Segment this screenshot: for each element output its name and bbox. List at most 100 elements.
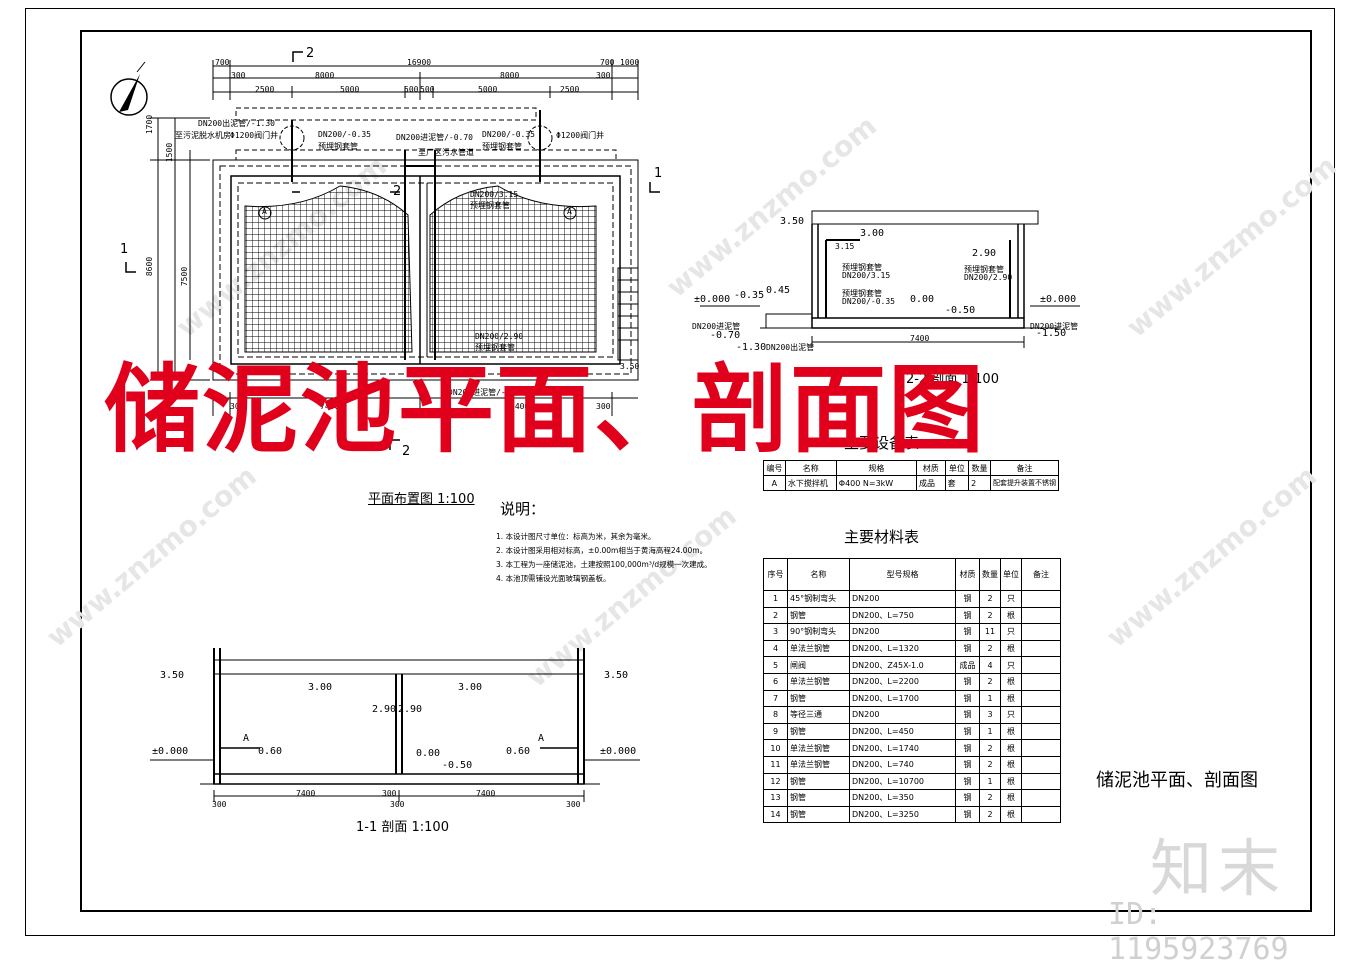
cell: 单法兰钢管 (787, 639, 850, 658)
plan-dim-row2-1: 300 (231, 71, 246, 80)
col-header: 名称 (787, 558, 850, 591)
cell: 9 (763, 722, 788, 741)
label-inlet-top: DN200进泥管/-0.70 (396, 133, 473, 142)
section-mark-2-top: 2 (306, 46, 315, 61)
cell: 等径三通 (787, 706, 850, 724)
cell: 45°钢制弯头 (787, 590, 850, 608)
s22-label: -1.50 (1036, 328, 1067, 339)
cell: DN200、L=1320 (849, 639, 956, 658)
cell: 6 (763, 672, 788, 691)
col-header: 数量 (979, 558, 1001, 591)
cell: 2 (979, 739, 1001, 757)
cell (1021, 672, 1061, 691)
label-sleeve-4: 预埋钢套管 (475, 343, 515, 352)
section-mark-1-left: 1 (120, 242, 129, 257)
cell: 根 (1000, 722, 1022, 741)
label-inlet-bot: DN200进泥管/-1.5 (448, 388, 521, 397)
cell: 7 (763, 689, 788, 708)
cell: 钢 (955, 672, 980, 691)
cell: A (763, 475, 786, 491)
id-watermark: ID: 1195923769 (1108, 897, 1289, 967)
notes-list: 1. 本设计图尺寸单位：标高为米，其余为毫米。 2. 本设计图采用相对标高，±0… (496, 530, 712, 586)
cell: 成品 (915, 475, 946, 491)
s11-label: 0.00 (416, 748, 441, 759)
s11-dim: 300 (382, 789, 397, 798)
cell: 钢 (955, 739, 980, 757)
cell: 90°钢制弯头 (787, 623, 850, 641)
materials-header-row: 序号 名称 型号规格 材质 数量 单位 备注 (763, 558, 1061, 591)
s22-label: 0.00 (910, 294, 935, 305)
cell: 钢管 (787, 689, 850, 708)
cell: 单法兰钢管 (787, 672, 850, 691)
cell (1021, 689, 1061, 708)
cell: 只 (1000, 590, 1022, 608)
s22-label: -1.30 (736, 342, 767, 353)
cell: 5 (763, 656, 788, 674)
label-valve-left: Φ1200阀门井 (230, 131, 279, 140)
cell: 1 (979, 772, 1001, 791)
col-header: 备注 (990, 460, 1059, 476)
cell: 2 (979, 606, 1001, 625)
cell (1021, 706, 1061, 724)
section-mark-2-mid: 2 (393, 184, 402, 199)
s11-label: A (243, 733, 250, 744)
label-sleeve-2: 预埋钢套管 (482, 142, 522, 151)
equipment-header-row: 编号 名称 规格 材质 单位 数量 备注 (763, 460, 1059, 476)
s22-label: 2.90 (972, 248, 997, 259)
cell: 钢管 (787, 772, 850, 791)
equipment-table: 编号 名称 规格 材质 单位 数量 备注 A 水下搅拌机 Φ400 N=3kW … (763, 460, 1059, 491)
s11-dim: 300 (566, 800, 581, 809)
cell: 钢管 (787, 606, 850, 625)
cell (1021, 590, 1061, 608)
cell: 单法兰钢管 (787, 739, 850, 757)
cell: 钢 (955, 606, 980, 625)
label-pipe-left: DN200/-0.35 (318, 130, 371, 139)
plan-bottom-dim-1: 300 (230, 402, 245, 411)
label-outlet-top: DN200出泥管/-1.30 (198, 119, 275, 128)
cell (1021, 805, 1061, 824)
plan-dim-row3-1: 2500 (255, 85, 275, 94)
s11-dim: 300 (390, 800, 405, 809)
cell: 根 (1000, 672, 1022, 691)
cell: 水下搅拌机 (784, 475, 837, 491)
cell: 根 (1000, 772, 1022, 791)
cell (1021, 656, 1061, 674)
cell: 2 (979, 590, 1001, 608)
cell: DN200、L=740 (849, 755, 956, 774)
label-sleeve-3: 预埋钢套管 (470, 201, 510, 210)
cell: DN200、L=3250 (849, 805, 956, 824)
cell (1021, 755, 1061, 774)
plan-top-dim-4: 1000 (620, 58, 640, 67)
cell: DN200、L=750 (849, 606, 956, 625)
cell (1021, 739, 1061, 757)
mixer-mark-a-left: A (262, 207, 267, 216)
plan-left-dim-3: 8600 (145, 256, 155, 277)
cell: 2 (979, 672, 1001, 691)
cell: 根 (1000, 755, 1022, 774)
label-to-sewer: 至厂区污水管道 (418, 148, 474, 157)
cell (1021, 772, 1061, 791)
label-sleeve-1: 预埋钢套管 (318, 142, 358, 151)
s22-label: 7400 (910, 334, 930, 343)
cell (1021, 623, 1061, 641)
cell: Φ400 N=3kW (835, 475, 917, 491)
s22-label: 预埋钢套管 (842, 289, 882, 298)
s11-label: 3.50 (604, 670, 629, 681)
plan-view (125, 51, 660, 450)
cell (1021, 722, 1061, 741)
s22-label: DN200/3.15 (842, 271, 891, 280)
cell: 3 (763, 623, 788, 641)
col-header: 型号规格 (849, 558, 956, 591)
cell: 根 (1000, 805, 1022, 824)
cell (1021, 789, 1061, 807)
cell: DN200、L=1700 (849, 689, 956, 708)
cell: 1 (763, 590, 788, 608)
cell: DN200、L=350 (849, 789, 956, 807)
s11-label: 3.00 (308, 682, 333, 693)
plan-left-dim-4: 7500 (180, 266, 190, 287)
cell: 钢管 (787, 789, 850, 807)
